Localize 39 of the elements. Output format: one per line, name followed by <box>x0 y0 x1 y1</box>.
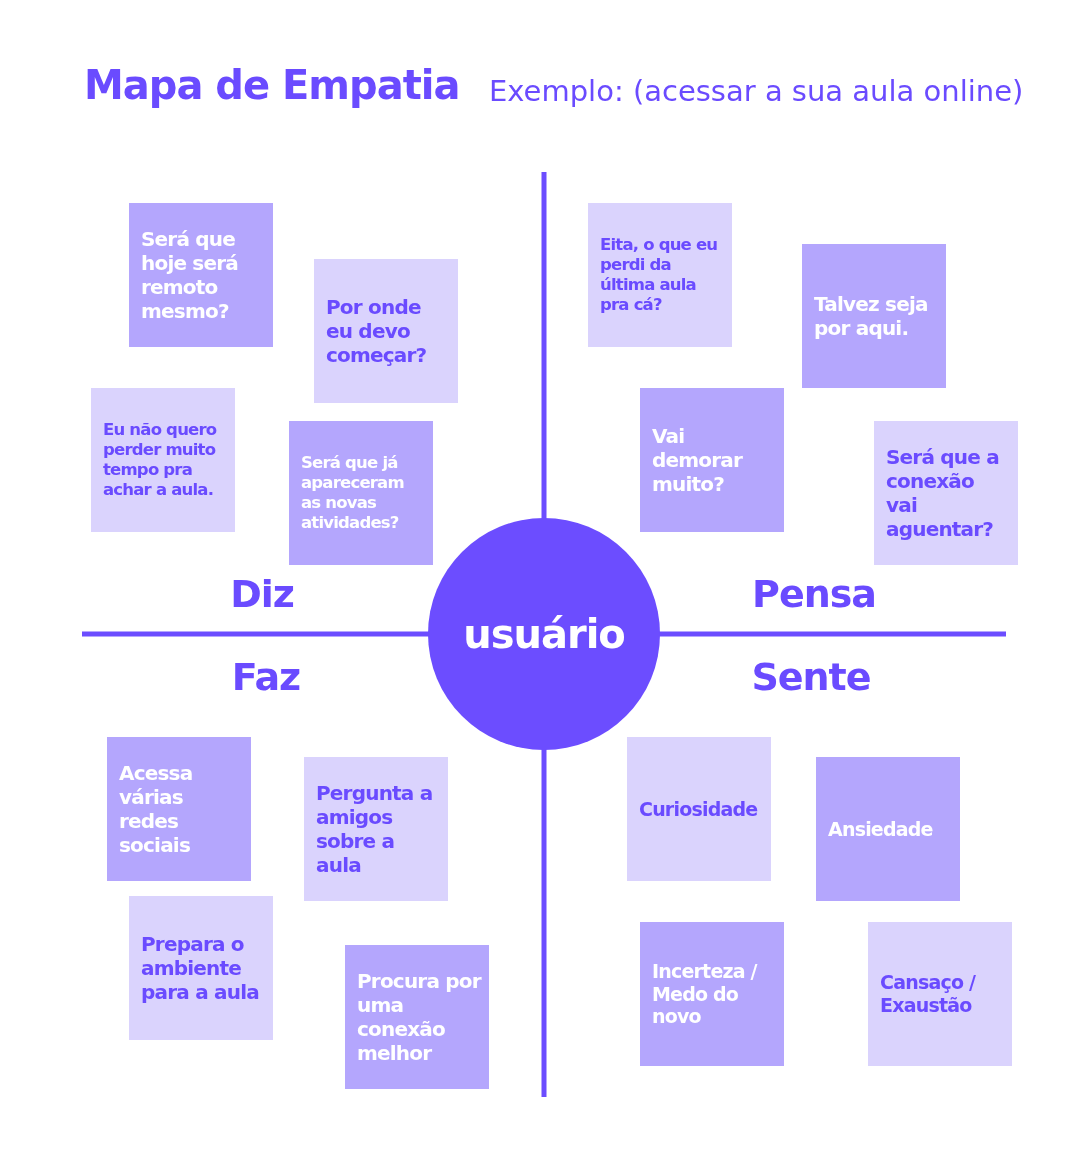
note-text: Eita, o que eu perdi da última aula pra cá? <box>600 235 719 315</box>
note-text: Será que hoje será remoto mesmo? <box>141 227 239 323</box>
quadrant-label: Faz <box>231 655 301 699</box>
note-text: Acessa várias redes sociais <box>119 761 194 857</box>
sticky-note <box>129 203 273 347</box>
sticky-note <box>627 737 771 881</box>
note-text: Incerteza / Medo do novo <box>652 959 759 1029</box>
note-text: Vai demorar muito? <box>652 424 744 496</box>
note-text: Eu não quero perder muito tempo pra achar a aula. <box>103 420 218 500</box>
subtitle: Exemplo: (acessar a sua aula online) <box>489 74 1024 108</box>
quadrant-label: Sente <box>751 655 871 699</box>
note-text: Ansiedade <box>828 817 933 841</box>
quadrant-label: Diz <box>230 572 294 616</box>
title: Mapa de Empatia <box>84 62 460 108</box>
note-text: Prepara o ambiente para a aula <box>141 932 260 1004</box>
quadrant-label: Pensa <box>752 572 876 616</box>
note-text: Procura por uma conexão melhor <box>357 969 481 1065</box>
sticky-note <box>345 945 489 1089</box>
note-text: Pergunta a amigos sobre a aula <box>316 781 434 877</box>
note-text: Curiosidade <box>639 797 758 821</box>
sticky-note <box>588 203 732 347</box>
note-text: Talvez seja por aqui. <box>814 292 929 340</box>
sticky-note <box>640 388 784 532</box>
sticky-note <box>107 737 251 881</box>
sticky-note <box>304 757 448 901</box>
sticky-note <box>91 388 235 532</box>
sticky-note <box>640 922 784 1066</box>
note-text: Cansaço / Exaustão <box>880 971 977 1017</box>
sticky-note <box>129 896 273 1040</box>
sticky-note <box>289 421 433 565</box>
sticky-note <box>874 421 1018 565</box>
note-text: Será que já apareceram as novas atividades? <box>301 453 405 533</box>
sticky-note <box>816 757 960 901</box>
sticky-note <box>802 244 946 388</box>
user-circle: usuário <box>428 518 660 750</box>
note-text: Será que a conexão vai aguentar? <box>886 445 1000 541</box>
note-text: Por onde eu devo começar? <box>326 295 428 367</box>
sticky-note <box>314 259 458 403</box>
sticky-note <box>868 922 1012 1066</box>
